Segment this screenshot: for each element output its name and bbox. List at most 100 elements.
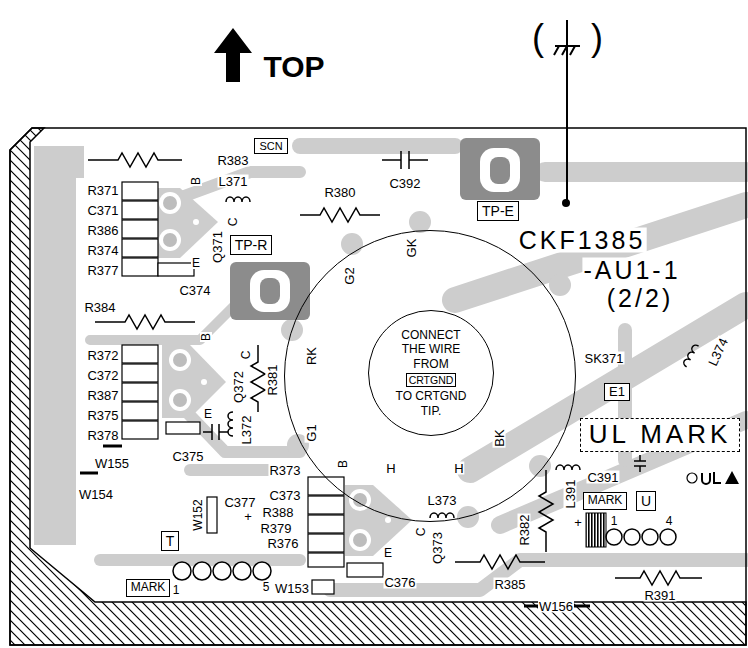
- test-pad-hole: [490, 157, 510, 184]
- part-label: Q371: [211, 230, 224, 264]
- components: [88, 151, 702, 585]
- part-label: W153: [274, 582, 310, 595]
- socket-pad: [529, 455, 551, 477]
- chip-pad: [122, 201, 158, 219]
- jumpers: [80, 446, 590, 606]
- part-label: L391: [564, 479, 577, 510]
- copper-trace: [545, 162, 746, 182]
- board-number: (2/2): [606, 286, 674, 311]
- part-label: R391: [643, 589, 676, 602]
- chip-pad: [158, 263, 194, 276]
- node-text: UL MARK: [589, 420, 732, 450]
- symbol-bracket: (: [531, 20, 545, 56]
- node-text: MARK: [131, 581, 166, 595]
- connector-pin: [193, 562, 211, 580]
- jumper-wire: [80, 472, 98, 475]
- copper-trace: [300, 138, 455, 154]
- test-pad-slot: [480, 148, 520, 192]
- part-label: C392: [388, 177, 421, 190]
- copper-trace: [500, 420, 746, 525]
- mark-box: MARK: [583, 492, 628, 510]
- pin-label: C: [240, 350, 252, 361]
- chip-pad: [308, 515, 344, 533]
- connector-pin: [173, 562, 191, 580]
- inductor-symbol: [430, 513, 454, 518]
- node-text: CRTGND: [409, 374, 454, 387]
- resistor-symbol: [539, 470, 553, 552]
- transistor-pad: [385, 517, 391, 523]
- part-label: R380: [323, 186, 356, 199]
- copper-trace: [330, 560, 746, 590]
- part-label: R373: [268, 464, 301, 477]
- chip-pad: [122, 239, 158, 257]
- board-number: -AU1-1: [582, 258, 681, 283]
- note-circle: CONNECT THE WIRE FROMTO CRTGND TIP.CRTGN…: [368, 310, 494, 436]
- ul-logo: [702, 472, 721, 484]
- part-label: W156: [538, 600, 574, 613]
- transistor-pad: [159, 229, 181, 251]
- polarity-mark: +: [573, 516, 583, 529]
- part-label: R381: [266, 363, 279, 396]
- transistor-pad: [353, 493, 367, 507]
- chip-pad: [122, 345, 158, 363]
- chip-pad: [308, 496, 344, 514]
- connector-pin: [213, 562, 231, 580]
- inductor-symbol: [228, 412, 233, 436]
- part-label: R372: [86, 349, 119, 362]
- part-label: C374: [178, 284, 211, 297]
- part-label: R387: [86, 389, 119, 402]
- top-arrow: [214, 28, 252, 82]
- part-label: C372: [86, 369, 119, 382]
- test-pad: [460, 138, 540, 200]
- node-text: GK: [405, 238, 418, 259]
- test-pad-slot: [250, 270, 290, 312]
- ul-mark-area: UL MARK: [580, 418, 741, 452]
- part-label: R378: [86, 429, 119, 442]
- node-text: CONNECT THE WIRE FROM: [391, 328, 471, 371]
- transistor-pad: [173, 353, 187, 367]
- part-label: L371: [218, 175, 249, 188]
- connector-pin: [624, 529, 640, 545]
- transistor-body: [152, 188, 218, 258]
- pin-label: B: [337, 459, 349, 469]
- resistor-symbol: [251, 345, 265, 412]
- part-label: C376: [383, 576, 416, 589]
- chip-pad: [122, 402, 158, 420]
- part-label: C371: [86, 204, 119, 217]
- pad-box: E1: [604, 383, 630, 402]
- chip-pad: [347, 563, 383, 577]
- ground-symbol: [554, 20, 580, 200]
- resistor-symbol: [300, 208, 380, 222]
- part-label: Q372: [232, 370, 245, 404]
- node-text: MARK: [588, 494, 623, 508]
- pin-label: B: [190, 176, 202, 186]
- chip-pad: [308, 534, 344, 552]
- part-label: SK371: [583, 352, 624, 365]
- transistor-pad: [193, 219, 199, 225]
- connector-pin: [233, 562, 251, 580]
- part-label: C377: [223, 496, 256, 509]
- resistor-symbol: [95, 315, 195, 329]
- node-text: H: [385, 462, 396, 475]
- transistor-pad: [349, 489, 371, 511]
- part-label: R386: [86, 224, 119, 237]
- polarity-mark: +: [243, 510, 253, 523]
- part-label: W152: [192, 498, 204, 531]
- inductor-symbol: [556, 465, 580, 470]
- pin-number: 5: [262, 581, 271, 593]
- test-point-box: TP-R: [230, 235, 273, 255]
- pin-label: E: [203, 408, 213, 420]
- transistor-pad: [353, 533, 367, 547]
- pin-label: B: [200, 332, 212, 342]
- part-label: C375: [171, 450, 204, 463]
- socket-pad: [457, 506, 479, 528]
- part-label: R384: [83, 301, 116, 314]
- connector-name-box: T: [161, 531, 180, 551]
- capacitor-symbol: [382, 151, 428, 169]
- node-text: E1: [609, 385, 625, 400]
- chip-pad: [122, 383, 158, 401]
- chip-pad: [122, 182, 158, 200]
- socket-pad: [549, 274, 571, 296]
